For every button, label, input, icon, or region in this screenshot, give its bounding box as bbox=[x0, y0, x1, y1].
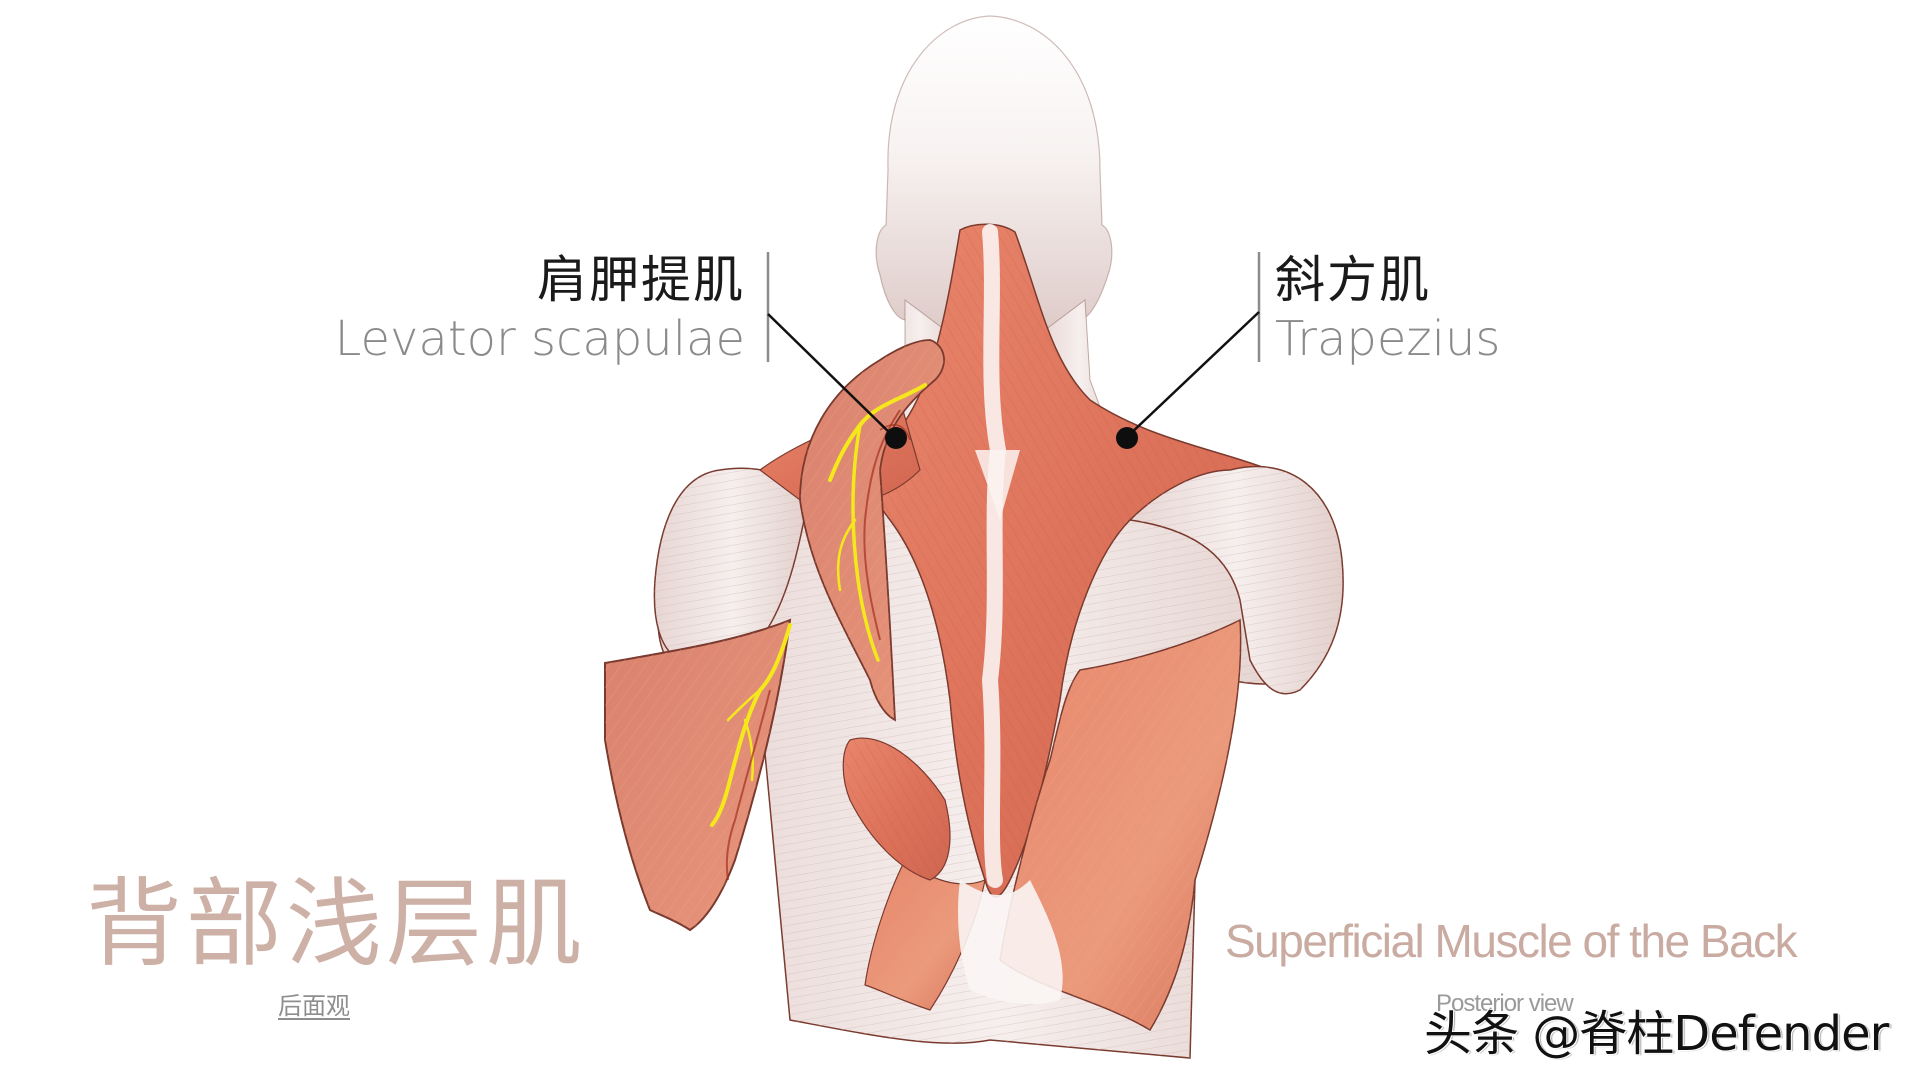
levator-leader bbox=[766, 252, 907, 449]
subtitle-english: Posterior view bbox=[1436, 990, 1574, 1017]
teres-flap bbox=[604, 618, 792, 932]
head bbox=[875, 15, 1113, 346]
trapezius-leader bbox=[1116, 252, 1261, 449]
title-chinese: 背部浅层肌 bbox=[86, 868, 586, 980]
trapezius-marker-dot bbox=[1116, 427, 1138, 449]
levator-scapulae-label-cn: 肩胛提肌 bbox=[537, 251, 745, 309]
rhomboid-muscle bbox=[842, 737, 951, 881]
trapezius-label-cn: 斜方肌 bbox=[1275, 251, 1431, 309]
latissimus-dorsi bbox=[864, 618, 1242, 1032]
subtitle-chinese: 后面观 bbox=[278, 992, 350, 1020]
watermark: 头条 @脊柱Defender bbox=[1424, 1006, 1889, 1062]
levator-scapulae-label-en: Levator scapulae bbox=[334, 311, 745, 367]
title-english: Superficial Muscle of the Back bbox=[1225, 915, 1798, 967]
levator-scapulae-flap bbox=[799, 339, 945, 722]
levator-marker-dot bbox=[885, 427, 907, 449]
trapezius-label-en: Trapezius bbox=[1275, 311, 1501, 367]
right-deltoid bbox=[1128, 465, 1344, 695]
